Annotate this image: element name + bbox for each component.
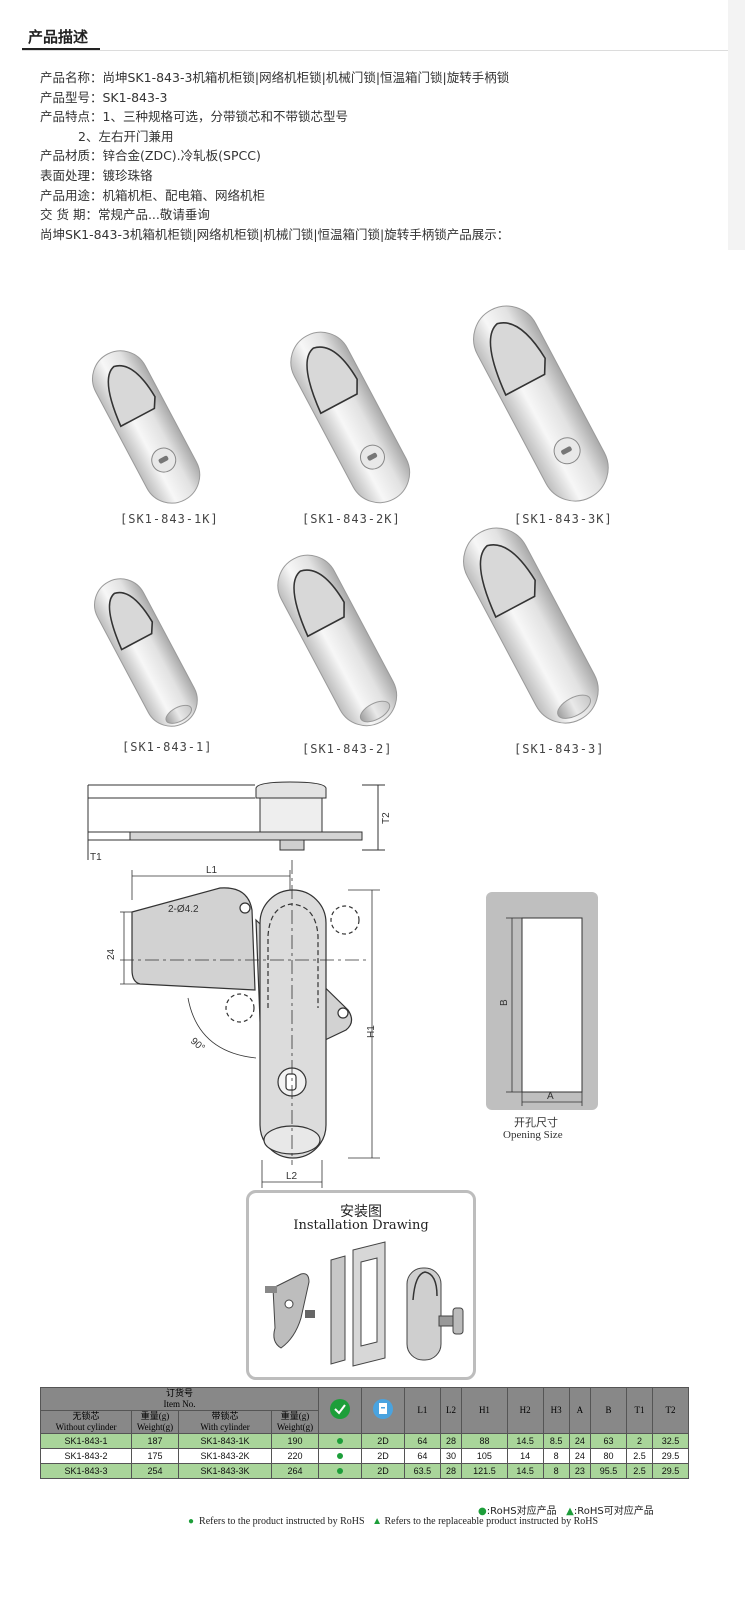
product-label: [SK1-843-3] <box>514 742 605 756</box>
product-label: [SK1-843-2] <box>302 742 393 756</box>
dim-t2: T2 <box>381 812 392 824</box>
product-image-sk1-843-1 <box>94 578 198 727</box>
technical-drawing: H3 H2 T1 T2 L1 2-Ø4.2 24 90° H1 L2 <box>87 781 598 1188</box>
table-row: SK1-843-1 187 SK1-843-1K 190 2D 64 28 88… <box>40 1433 689 1449</box>
opening-size-en: Opening Size <box>503 1129 563 1141</box>
section-header: 产品描述 <box>0 0 745 60</box>
rohs-dot-icon: ● <box>188 1516 195 1527</box>
dim-angle: 90° <box>188 1036 207 1054</box>
col-t2: T2 <box>652 1387 689 1434</box>
rohs-dot-icon <box>337 1453 343 1459</box>
col-l2: L2 <box>439 1387 463 1434</box>
dim-l1: L1 <box>206 865 218 876</box>
front-view <box>120 860 380 1188</box>
dim-a: A <box>547 1091 554 1102</box>
cad-file-icon <box>373 1399 393 1419</box>
product-label: [SK1-843-3K] <box>514 512 613 526</box>
header-divider <box>22 50 730 51</box>
product-image-sk1-843-1k <box>92 350 201 504</box>
dim-24: 24 <box>106 948 117 960</box>
desc-material: 产品材质：锌合金(ZDC).冷轧板(SPCC) <box>40 148 261 164</box>
install-title-cn: 安装图 <box>340 1204 382 1220</box>
product-image-sk1-843-2k <box>290 331 411 504</box>
opening-size-diagram <box>486 892 598 1110</box>
install-title-en: Installation Drawing <box>293 1218 429 1233</box>
col-b: B <box>590 1387 627 1434</box>
scroll-shade <box>728 0 745 250</box>
spec-table: 订货号 Item No. L1 L2 H1 H2 H3 A B T1 T2 无锁… <box>40 1387 689 1479</box>
desc-showcase: 尚坤SK1-843-3机箱机柜锁|网络机柜锁|机械门锁|恒温箱门锁|旋转手柄锁产… <box>40 226 510 242</box>
side-view <box>87 781 385 860</box>
dim-b: B <box>499 999 510 1006</box>
legend-en: ● Refers to the product instructed by Ro… <box>188 1516 599 1527</box>
desc-name: 产品名称：尚坤SK1-843-3机箱机柜锁|网络机柜锁|机械门锁|恒温箱门锁|旋… <box>40 70 510 85</box>
product-image-sk1-843-2 <box>277 554 398 727</box>
file-format-header <box>361 1387 405 1434</box>
dim-h1: H1 <box>366 1025 377 1038</box>
product-description: 产品名称：尚坤SK1-843-3机箱机柜锁|网络机柜锁|机械门锁|恒温箱门锁|旋… <box>40 68 509 244</box>
opening-size-cn: 开孔尺寸 <box>514 1115 558 1129</box>
product-image-sk1-843-3 <box>463 527 599 724</box>
legend-cn: ●:RoHS对应产品 ▲:RoHS可对应产品 <box>478 1506 654 1517</box>
desc-usage: 产品用途：机箱机柜、配电箱、网络机柜 <box>40 187 266 203</box>
col-t1: T1 <box>625 1387 654 1434</box>
product-label: [SK1-843-2K] <box>302 512 401 526</box>
col-weight-1: 重量(g)Weight(g) <box>131 1410 179 1434</box>
col-l1: L1 <box>404 1387 441 1434</box>
product-label: [SK1-843-1K] <box>120 512 219 526</box>
product-label: [SK1-843-1] <box>122 740 213 754</box>
col-h2: H2 <box>506 1387 544 1434</box>
rohs-replaceable-icon: ▲ <box>372 1516 382 1527</box>
rohs-replaceable-icon: ▲ <box>566 1506 574 1517</box>
col-a: A <box>568 1387 592 1434</box>
col-weight-2: 重量(g)Weight(g) <box>271 1410 319 1434</box>
install-exploded-view <box>265 1241 464 1367</box>
rohs-dot-icon <box>337 1468 343 1474</box>
product-image-sk1-843-3k <box>473 305 609 502</box>
rohs-header <box>318 1387 362 1434</box>
rohs-icon <box>330 1399 350 1419</box>
dim-t1: T1 <box>90 852 102 863</box>
rohs-dot-icon <box>337 1438 343 1444</box>
col-h3: H3 <box>542 1387 570 1434</box>
desc-feature-1: 产品特点：1、三种规格可选，分带锁芯和不带锁芯型号 <box>40 109 348 125</box>
table-row: SK1-843-2 175 SK1-843-2K 220 2D 64 30 10… <box>40 1448 689 1464</box>
dim-hole: 2-Ø4.2 <box>168 904 199 915</box>
installation-drawing: 安装图 Installation Drawing <box>246 1190 476 1380</box>
desc-feature-2: 2、左右开门兼用 <box>78 128 174 144</box>
desc-model: 产品型号：SK1-843-3 <box>40 89 168 105</box>
section-title: 产品描述 <box>28 28 89 46</box>
rohs-dot-icon: ● <box>478 1506 487 1517</box>
title-underline <box>22 48 100 50</box>
desc-finish: 表面处理：镀珍珠铬 <box>40 167 153 183</box>
desc-delivery: 交 货 期：常规产品...敬请垂询 <box>40 207 210 223</box>
table-row: SK1-843-3 254 SK1-843-3K 264 2D 63.5 28 … <box>40 1463 689 1479</box>
order-no-header: 订货号 Item No. <box>40 1387 319 1411</box>
dim-l2: L2 <box>286 1171 298 1182</box>
col-h1: H1 <box>461 1387 508 1434</box>
